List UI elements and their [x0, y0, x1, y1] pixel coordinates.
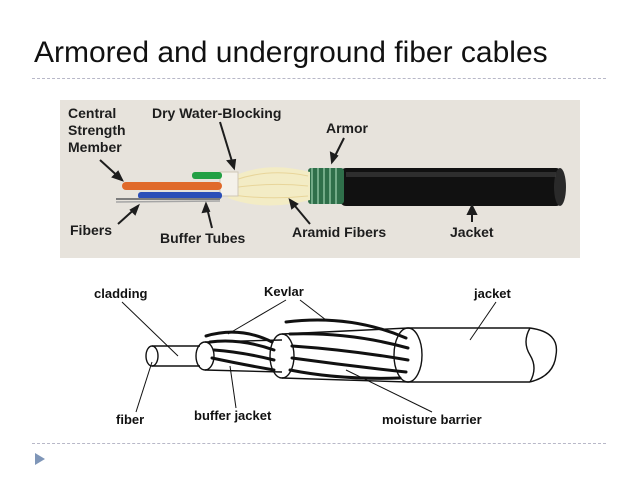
jacket-highlight: [346, 172, 556, 177]
black-jacket: [340, 168, 562, 206]
footer-divider: [32, 443, 606, 444]
diagram-leader-lines: [121, 299, 497, 413]
slide-bullet-icon: [35, 453, 45, 465]
label-armor: Armor: [326, 120, 369, 136]
kevlar-strands: [204, 318, 410, 380]
orange-buffer-tube: [122, 182, 222, 190]
label-member: Member: [68, 139, 122, 155]
jacket-end: [554, 168, 566, 206]
green-buffer-tube: [192, 172, 222, 179]
title-divider: [32, 78, 606, 79]
armored-cable-photo: Central Strength Member Dry Water-Blocki…: [60, 100, 580, 258]
label-fiber: fiber: [116, 412, 144, 427]
label-jacket: Jacket: [450, 224, 494, 240]
fiber-cable-diagram: cladding Kevlar jacket fiber buffer jack…: [94, 284, 558, 427]
label-strength: Strength: [68, 122, 126, 138]
slide-title: Armored and underground fiber cables: [34, 36, 548, 69]
label-central: Central: [68, 105, 116, 121]
label-moisture-barrier: moisture barrier: [382, 412, 482, 427]
label-fibers: Fibers: [70, 222, 112, 238]
jacket-cut: [525, 327, 535, 383]
label-dry-water-blocking: Dry Water-Blocking: [152, 105, 281, 121]
label-kevlar: Kevlar: [264, 284, 304, 299]
label-buffer-jacket: buffer jacket: [194, 408, 272, 423]
label-cladding: cladding: [94, 286, 148, 301]
green-armor: [308, 168, 344, 204]
label-jacket-diagram: jacket: [473, 286, 512, 301]
label-buffer-tubes: Buffer Tubes: [160, 230, 246, 246]
label-aramid-fibers: Aramid Fibers: [292, 224, 386, 240]
water-blocking-tape: [219, 171, 239, 197]
aramid-fiber-bundle: [228, 167, 310, 206]
armor-ridges: [311, 168, 337, 204]
blue-buffer-tube: [138, 192, 222, 199]
buffer-jacket-end: [195, 341, 215, 371]
